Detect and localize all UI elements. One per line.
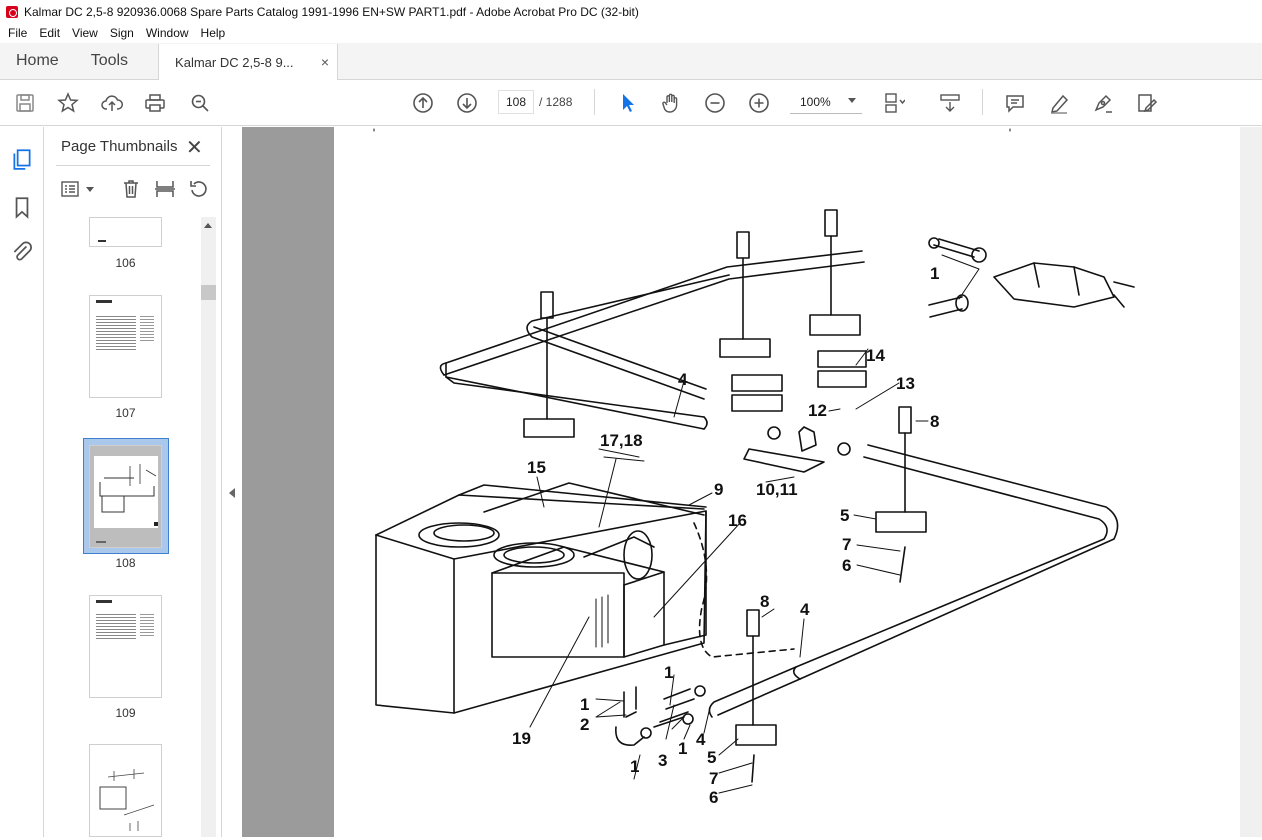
callout-label: 4: [678, 370, 688, 389]
acrobat-logo-icon: [6, 5, 18, 18]
callout-label: 1: [630, 757, 639, 776]
upload-cloud-icon[interactable]: [100, 91, 124, 115]
page-number-input[interactable]: 108: [498, 90, 534, 114]
page-thumbnails-icon[interactable]: [10, 147, 34, 171]
pdf-page: 1 4 14 13 12 8 17,18 15 9 16 10,11 5 7 6…: [334, 127, 1240, 837]
callout-label: 10,11: [756, 480, 798, 499]
scrollbar-thumb[interactable]: [201, 285, 216, 300]
callout-label: 4: [800, 600, 810, 619]
callout-label: 1: [678, 739, 687, 758]
callout-label: 4: [696, 730, 706, 749]
callout-label: 17,18: [600, 431, 643, 450]
collapse-panel-icon[interactable]: [229, 488, 235, 498]
thumbnail-page-106[interactable]: [89, 217, 162, 247]
left-rail: [0, 127, 44, 837]
menu-view[interactable]: View: [72, 26, 98, 40]
sign-pen-icon[interactable]: [1091, 91, 1115, 115]
panel-collapse-gutter: [222, 127, 242, 837]
extract-pages-icon[interactable]: [154, 178, 176, 200]
zoom-in-icon[interactable]: [747, 91, 771, 115]
callout-labels: 1 4 14 13 12 8 17,18 15 9 16 10,11 5 7 6…: [512, 264, 939, 807]
scroll-up-icon[interactable]: [204, 223, 212, 228]
callout-label: 6: [842, 556, 851, 575]
zoom-level-value: 100%: [800, 94, 831, 109]
callout-label: 8: [930, 412, 939, 431]
page-fit-icon[interactable]: [882, 91, 906, 115]
callout-label: 12: [808, 401, 827, 420]
callout-label: 19: [512, 729, 531, 748]
callout-label: 1: [930, 264, 939, 283]
thumbnail-page-110[interactable]: [89, 744, 162, 837]
tab-bar: Home Tools Kalmar DC 2,5-8 9... ×: [0, 43, 1262, 80]
next-page-icon[interactable]: [455, 91, 479, 115]
window-title: Kalmar DC 2,5-8 920936.0068 Spare Parts …: [24, 4, 639, 19]
highlight-pen-icon[interactable]: [1047, 91, 1071, 115]
tab-document[interactable]: Kalmar DC 2,5-8 9... ×: [158, 44, 339, 80]
callout-label: 16: [728, 511, 747, 530]
toolbar-divider: [982, 89, 983, 115]
callout-label: 3: [658, 751, 667, 770]
callout-label: 13: [896, 374, 915, 393]
close-panel-icon[interactable]: ✕: [186, 137, 203, 159]
thumbnail-page-109[interactable]: [89, 595, 162, 698]
bookmark-star-icon[interactable]: [56, 91, 80, 115]
callout-label: 7: [709, 769, 718, 788]
zoom-out-icon[interactable]: [703, 91, 727, 115]
print-icon[interactable]: [143, 91, 167, 115]
find-zoom-icon[interactable]: [188, 91, 212, 115]
select-cursor-icon[interactable]: [616, 91, 640, 115]
chevron-down-icon: [848, 98, 856, 103]
callout-label: 8: [760, 592, 769, 611]
thumbnail-label-107: 107: [115, 406, 136, 420]
callout-label: 9: [714, 480, 723, 499]
thumbnail-label-106: 106: [115, 256, 136, 270]
tab-home[interactable]: Home: [16, 52, 59, 69]
menu-window[interactable]: Window: [145, 26, 189, 40]
previous-page-icon[interactable]: [411, 91, 435, 115]
bookmarks-icon[interactable]: [10, 195, 34, 219]
callout-label: 15: [527, 458, 546, 477]
panel-divider: [56, 165, 210, 166]
page-thumbnails-panel: Page Thumbnails ✕ 106 107: [44, 127, 222, 837]
menu-edit[interactable]: Edit: [39, 26, 61, 40]
callout-label: 6: [709, 788, 718, 807]
menu-sign[interactable]: Sign: [109, 26, 134, 40]
menu-file[interactable]: File: [8, 26, 28, 40]
hand-tool-icon[interactable]: [659, 91, 683, 115]
tab-document-label: Kalmar DC 2,5-8 9...: [175, 54, 294, 70]
rotate-page-icon[interactable]: [188, 178, 210, 200]
page-total: / 1288: [539, 95, 573, 109]
zoom-level-select[interactable]: 100%: [790, 90, 862, 114]
comment-icon[interactable]: [1003, 91, 1027, 115]
thumbnails-scrollbar[interactable]: [201, 217, 216, 837]
save-icon[interactable]: [13, 91, 37, 115]
tab-tools[interactable]: Tools: [90, 52, 129, 69]
thumbnail-label-109: 109: [115, 706, 136, 720]
callout-label: 14: [866, 346, 885, 365]
panel-title: Page Thumbnails: [61, 138, 178, 155]
document-scrollbar[interactable]: [1240, 127, 1262, 837]
scroll-mode-icon[interactable]: [938, 91, 962, 115]
callout-label: 2: [580, 715, 589, 734]
callout-label: 1: [664, 663, 673, 682]
callout-label: 7: [842, 535, 851, 554]
callout-label: 5: [707, 748, 716, 767]
thumbnail-label-108: 108: [115, 556, 136, 570]
chevron-down-icon[interactable]: [86, 187, 94, 192]
menu-help[interactable]: Help: [200, 26, 226, 40]
edit-pdf-icon[interactable]: [1135, 91, 1159, 115]
title-bar: Kalmar DC 2,5-8 920936.0068 Spare Parts …: [0, 0, 1262, 23]
exploded-parts-drawing: 1 4 14 13 12 8 17,18 15 9 16 10,11 5 7 6…: [373, 128, 1135, 807]
callout-label: 1: [580, 695, 589, 714]
menu-bar: File Edit View Sign Window Help: [0, 23, 1262, 43]
callout-label: 5: [840, 506, 849, 525]
close-tab-icon[interactable]: ×: [320, 54, 330, 70]
attachments-icon[interactable]: [10, 240, 34, 264]
thumbnail-options-icon[interactable]: [60, 178, 82, 200]
document-view[interactable]: 1 4 14 13 12 8 17,18 15 9 16 10,11 5 7 6…: [242, 127, 1262, 837]
toolbar-divider: [594, 89, 595, 115]
thumbnail-page-108[interactable]: [89, 445, 162, 548]
thumbnail-page-107[interactable]: [89, 295, 162, 398]
delete-page-icon[interactable]: [120, 178, 142, 200]
